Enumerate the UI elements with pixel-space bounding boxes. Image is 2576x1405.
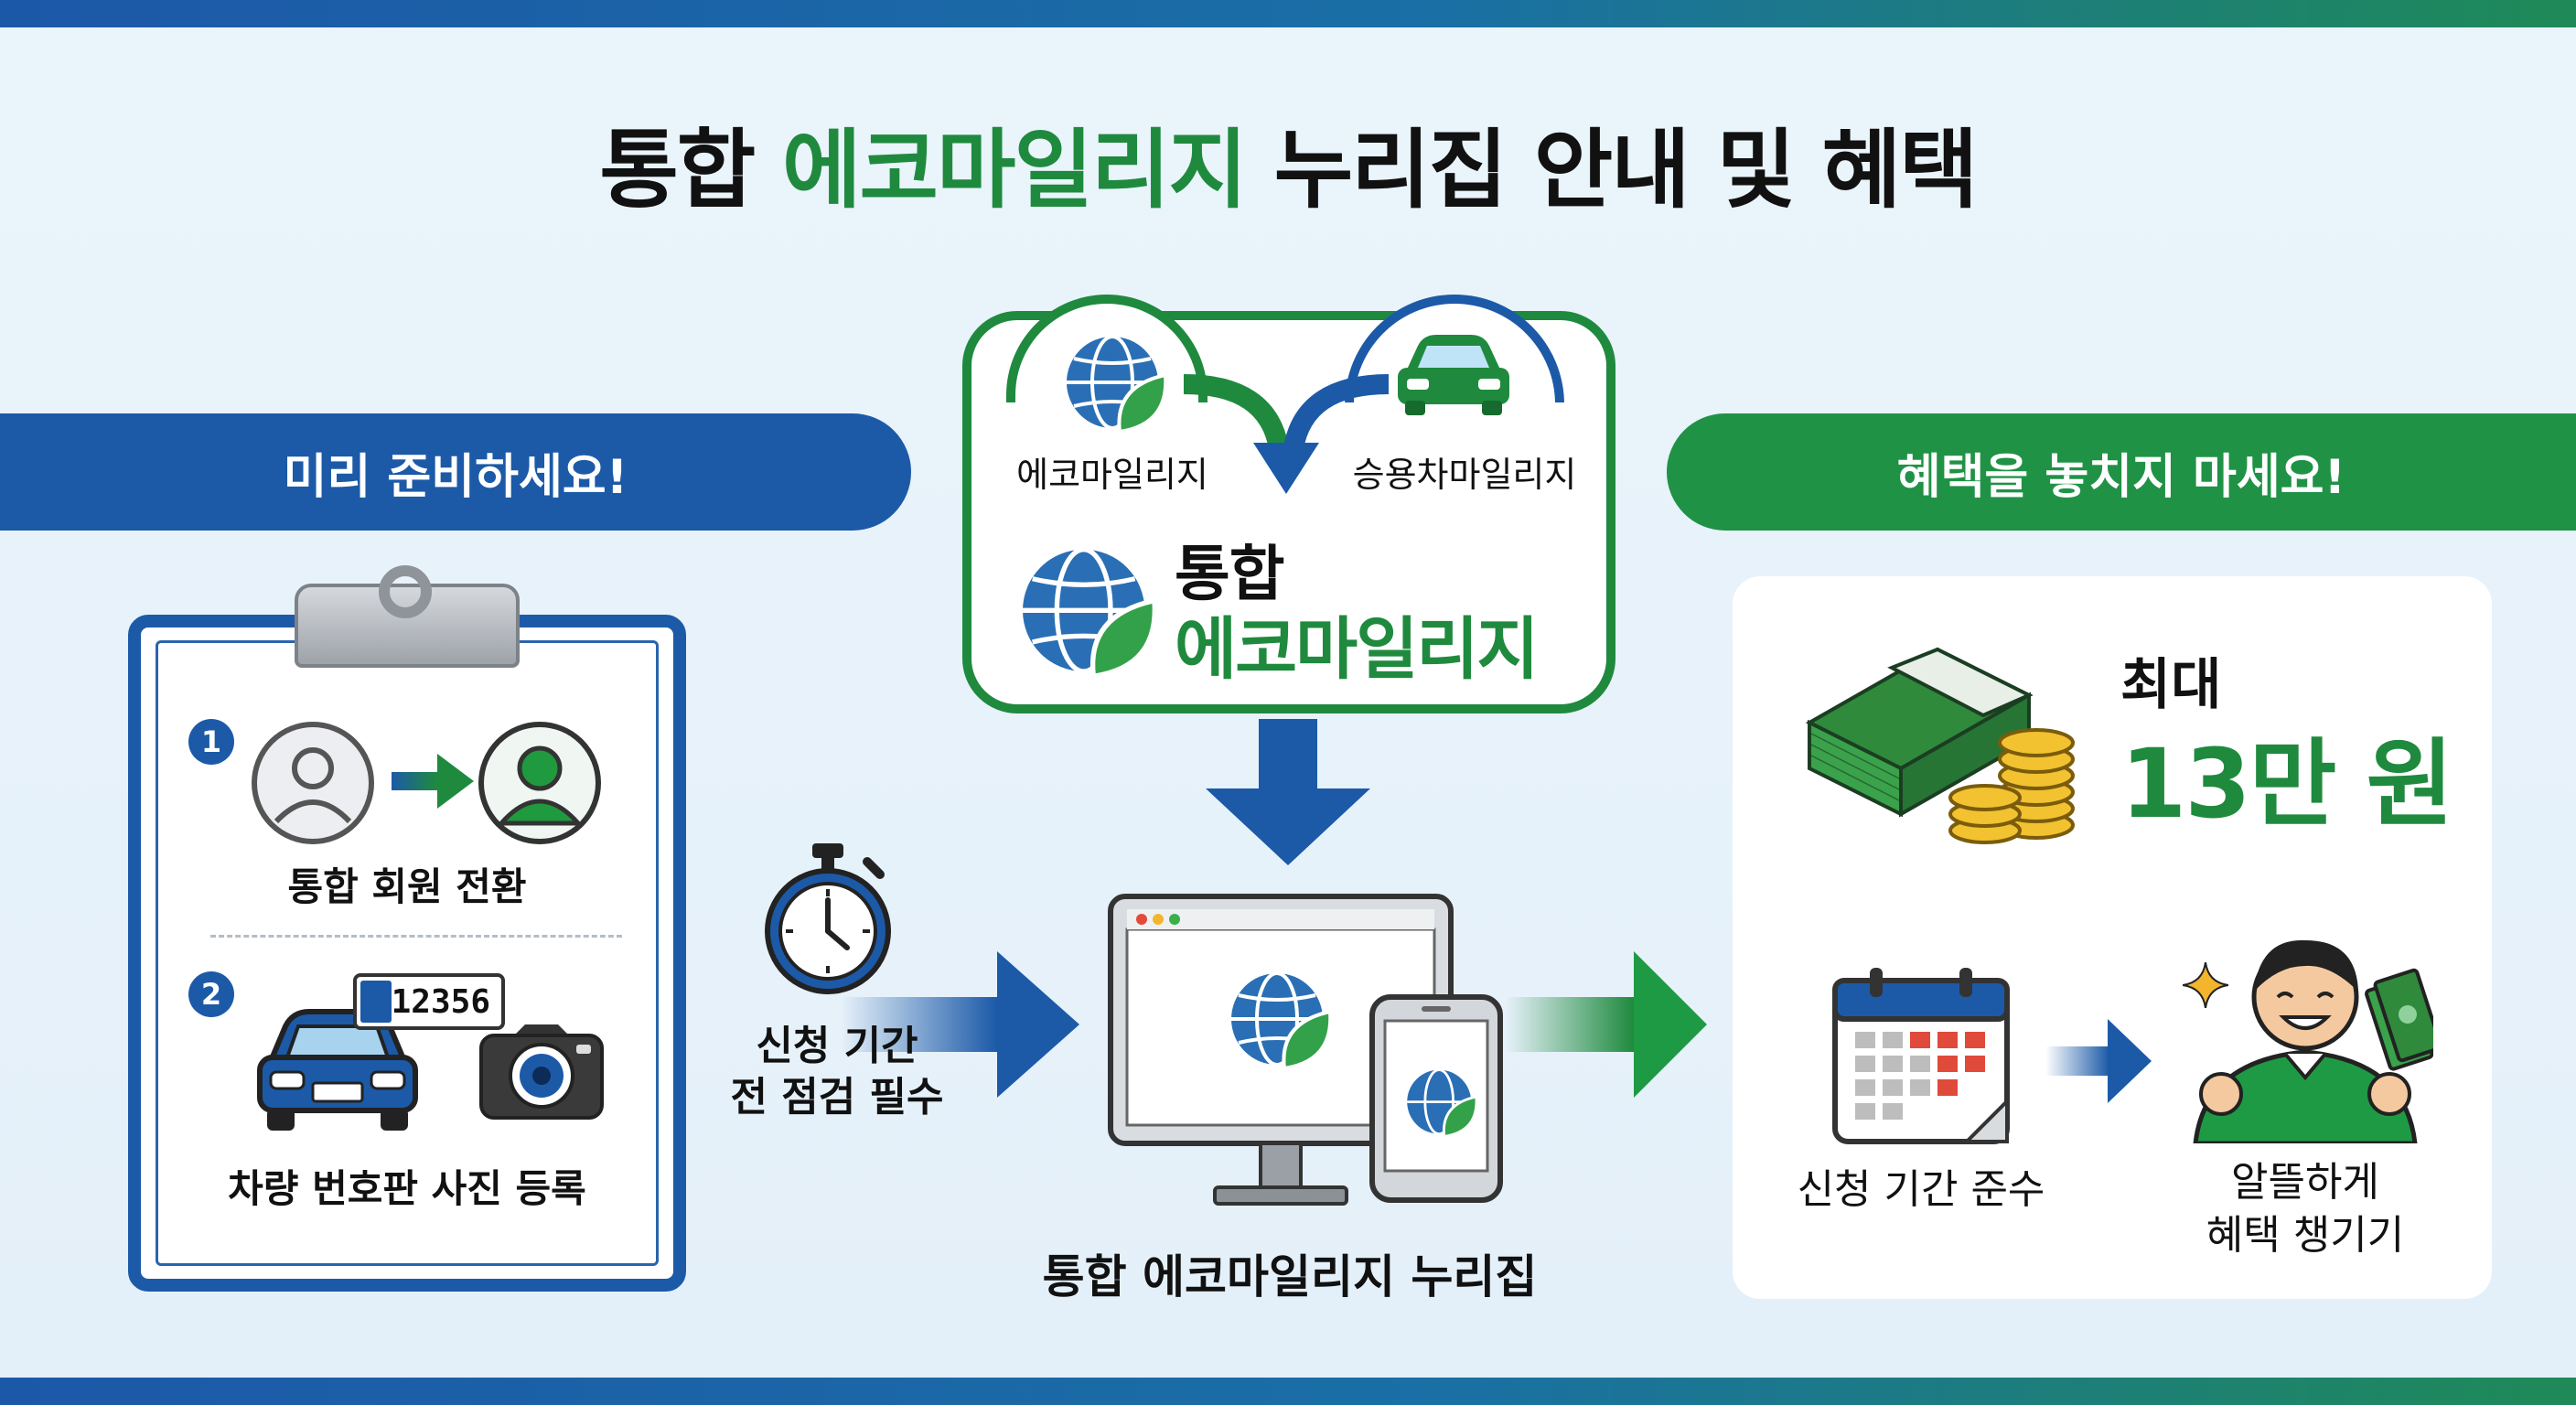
money-stack-icon xyxy=(1805,647,2034,818)
user-gray-icon xyxy=(252,722,374,844)
user-green-icon xyxy=(478,722,601,844)
merge-result-line2: 에코마일리지 xyxy=(1175,610,1539,689)
arrow-to-benefit-icon xyxy=(1506,951,1707,1098)
timer-note: 신청 기간 전 점검 필수 xyxy=(730,1023,944,1121)
clipboard-clip xyxy=(295,584,520,668)
tip-2-label: 알뜰하게 혜택 챙기기 xyxy=(2206,1159,2405,1259)
camera-icon xyxy=(479,1024,604,1120)
plate-flag-icon xyxy=(360,981,392,1023)
left-banner: 미리 준비하세요! xyxy=(0,413,911,531)
step-1-label: 통합 회원 전환 xyxy=(287,864,527,909)
reward-amount: 13만 원 xyxy=(2120,728,2453,840)
globe-leaf-icon xyxy=(1067,335,1168,434)
calendar-icon xyxy=(1832,968,2010,1144)
happy-person-icon xyxy=(2193,939,2433,1143)
coins-icon xyxy=(1948,728,2075,844)
arrow-to-site-icon xyxy=(842,951,1079,1098)
right-banner: 혜택을 놓치지 마세요! xyxy=(1667,413,2576,531)
merge-right-label: 승용차마일리지 xyxy=(1352,455,1577,495)
license-plate: 12356 xyxy=(353,973,505,1030)
step-1-badge: 1 xyxy=(188,719,234,765)
bottom-stripe xyxy=(0,1378,2576,1405)
tip-1-label: 신청 기간 준수 xyxy=(1797,1166,2045,1213)
car-icon xyxy=(1398,335,1509,415)
arrow-down-icon xyxy=(1206,719,1370,865)
stopwatch-icon xyxy=(765,843,891,994)
arrow-right-icon xyxy=(392,754,474,809)
clipboard-ring xyxy=(379,565,432,618)
smartphone-icon xyxy=(1369,994,1503,1203)
step-2-badge: 2 xyxy=(188,971,234,1017)
globe-leaf-large-icon xyxy=(1023,547,1158,680)
merge-result-line1: 통합 xyxy=(1175,539,1284,609)
step-divider xyxy=(210,935,622,938)
step-2-label: 차량 번호판 사진 등록 xyxy=(228,1166,586,1211)
site-label: 통합 에코마일리지 누리집 xyxy=(1042,1250,1538,1303)
arrow-right-tip-icon xyxy=(2045,1019,2152,1103)
reward-prefix: 최대 xyxy=(2120,653,2222,717)
merge-left-label: 에코마일리지 xyxy=(1016,455,1208,495)
top-stripe xyxy=(0,0,2576,27)
sparkle-icon xyxy=(2183,962,2228,1008)
car-front-icon xyxy=(257,1009,418,1131)
merge-arrows-icon xyxy=(1183,374,1390,494)
page-title: 통합 에코마일리지 누리집 안내 및 혜택 xyxy=(599,121,1978,220)
